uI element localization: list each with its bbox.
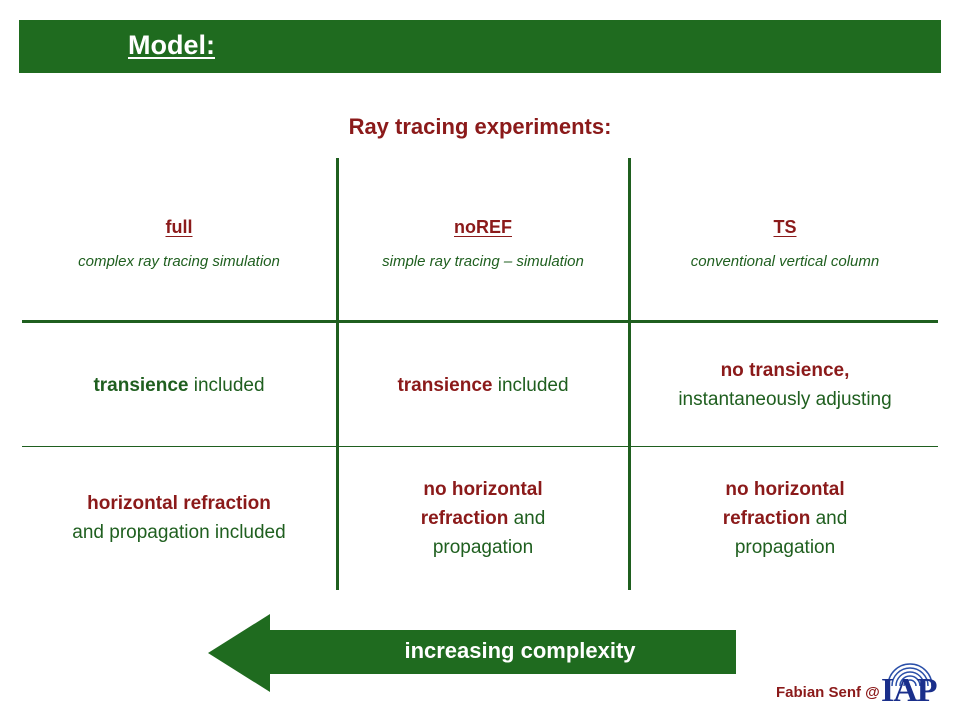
column-ts: TS conventional vertical column [640,190,930,300]
row2-noref-rest: and propagation [432,507,546,558]
row2-noref: no horizontal refraction and propagation [338,458,628,578]
row2-ts-bold: no horizontal refraction [722,478,845,529]
row2-ts-rest: and propagation [734,507,848,558]
grid-hline-row [22,446,938,447]
row1-full-bold: transience [93,374,189,396]
grid-vline-2 [628,158,631,590]
column-title-ts: TS [773,217,797,237]
row2-ts: no horizontal refraction and propagation [640,458,930,578]
row2-noref-bold: no horizontal refraction [420,478,543,529]
row1-ts-bold: no transience, [720,360,850,381]
column-desc-noref: simple ray tracing – simulation [382,253,584,270]
column-noref: noREF simple ray tracing – simulation [338,190,628,300]
slide-title: Model: [128,30,215,60]
column-desc-ts: conventional vertical column [690,253,880,270]
row1-noref-rest: included [492,374,569,396]
column-title-full: full [165,217,193,237]
column-full: full complex ray tracing simulation [34,190,324,300]
row2-full-rest: and propagation included [72,522,286,543]
row1-full-rest: included [188,374,265,396]
row1-noref: transience included [338,330,628,440]
title-bar [19,20,941,73]
column-desc-full: complex ray tracing simulation [78,253,280,270]
arrow-label: increasing complexity [404,638,636,663]
row1-full: transience included [34,330,324,440]
row1-noref-bold: transience [397,374,493,396]
left-arrow-icon [208,614,736,692]
iap-logo-icon [887,663,933,687]
subtitle: Ray tracing experiments: [348,114,612,139]
row2-full: horizontal refraction and propagation inc… [34,458,324,578]
grid-hline-header [22,320,938,323]
footer-author: Fabian Senf @ [776,684,880,701]
column-title-noref: noREF [454,217,512,237]
row1-ts-rest: instantaneously adjusting [678,389,892,410]
iap-logo-text: IAP [881,672,938,709]
row1-ts: no transience, instantaneously adjusting [640,330,930,440]
row2-full-bold: horizontal refraction [87,493,271,514]
grid-vline-1 [336,158,339,590]
